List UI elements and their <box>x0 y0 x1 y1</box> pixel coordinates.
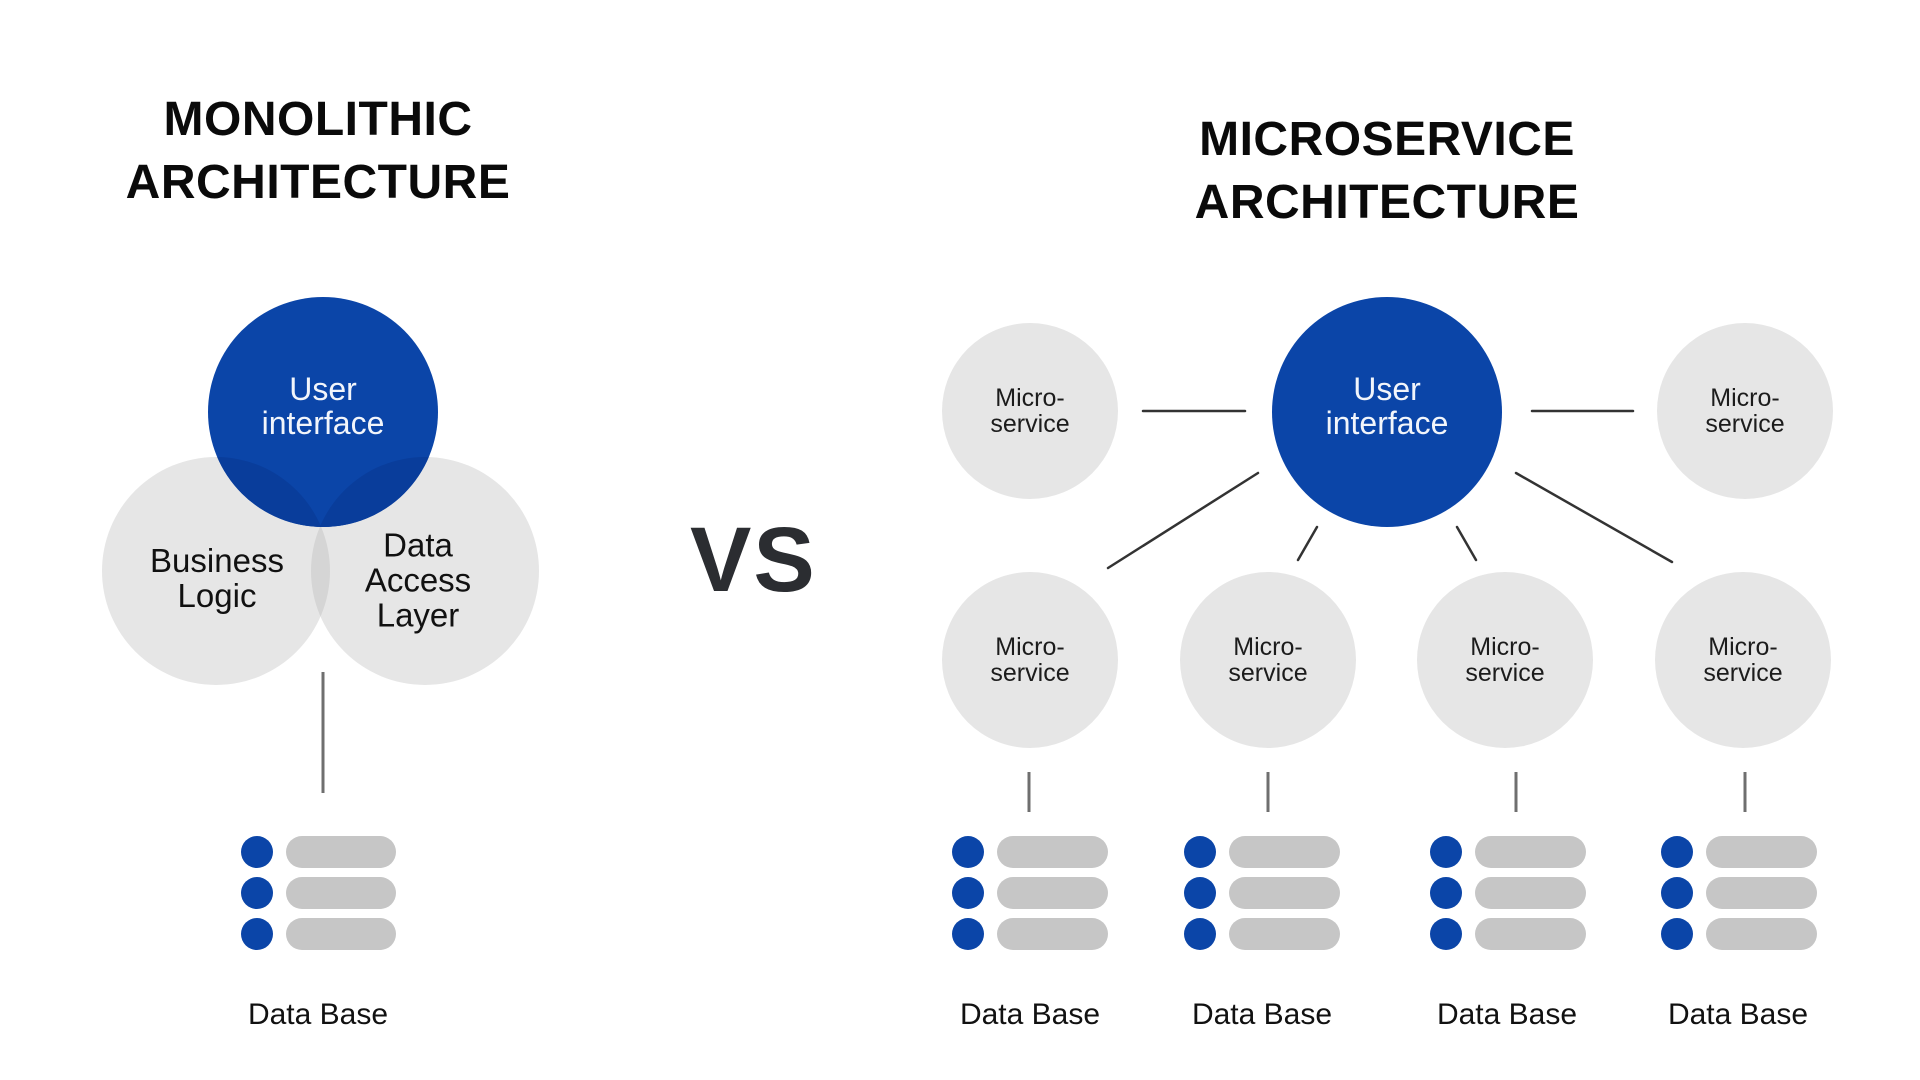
connector-line <box>1455 525 1478 562</box>
db-dot <box>1430 836 1462 868</box>
connector-line <box>1514 471 1674 564</box>
db-dot <box>1661 836 1693 868</box>
microservice-database-label: Data Base <box>959 998 1101 1031</box>
microservice-title-line2: ARCHITECTURE <box>1194 176 1580 229</box>
db-bar <box>286 836 396 868</box>
db-dot <box>1184 877 1216 909</box>
microservice-label: Micro- service <box>1705 385 1784 437</box>
database-icon <box>1184 836 1340 950</box>
microservice-database-label: Data Base <box>1191 998 1333 1031</box>
database-icon <box>952 836 1108 950</box>
monolithic-title-line2: ARCHITECTURE <box>125 156 511 209</box>
db-dot <box>952 918 984 950</box>
ui-label-line2: interface <box>1325 405 1449 441</box>
microservice-database-label: Data Base <box>1436 998 1578 1031</box>
ui-business-overlap <box>208 457 330 527</box>
ui-data-overlap <box>311 457 438 527</box>
microservice-label-line1: Micro- <box>995 384 1065 412</box>
ui-label-line1: User <box>289 371 357 407</box>
dal-line2: Access <box>364 561 472 599</box>
microservice-label-line1: Micro- <box>1710 384 1780 412</box>
monolithic-user-interface-label: User interface <box>262 372 385 440</box>
business-logic-line2: Logic <box>177 577 257 614</box>
connector-line <box>1296 525 1319 562</box>
monolithic-title: MONOLITHIC ARCHITECTURE <box>18 88 618 214</box>
db-bar <box>286 877 396 909</box>
microservice-circle <box>1657 323 1833 499</box>
database-icon <box>241 836 396 950</box>
vs-label: VS <box>690 509 817 611</box>
db-bar <box>1229 877 1340 909</box>
microservice-label-line2: service <box>1228 659 1308 687</box>
microservice-databases <box>952 836 1817 950</box>
microservice-label-line2: service <box>990 410 1070 438</box>
microservice-label-line2: service <box>1705 410 1785 438</box>
db-bar <box>997 918 1108 950</box>
ui-label-line2: interface <box>261 405 385 441</box>
monolithic-venn <box>102 297 539 685</box>
microservice-circle <box>1417 572 1593 748</box>
db-dot <box>241 918 273 950</box>
database-icon <box>1430 836 1586 950</box>
db-bar <box>286 918 396 950</box>
db-dot <box>1430 877 1462 909</box>
db-bar <box>1706 918 1817 950</box>
microservice-label-line1: Micro- <box>1470 633 1540 661</box>
db-dot <box>952 877 984 909</box>
db-bar <box>997 877 1108 909</box>
db-dot <box>952 836 984 868</box>
db-dot <box>1661 877 1693 909</box>
microservice-label: Micro- service <box>1703 634 1782 686</box>
microservice-circle <box>942 572 1118 748</box>
microservice-title: MICROSERVICE ARCHITECTURE <box>1087 108 1687 234</box>
db-bar <box>1229 918 1340 950</box>
microservice-database-label: Data Base <box>1667 998 1809 1031</box>
microservice-label-line2: service <box>990 659 1070 687</box>
business-logic-line1: Business <box>150 542 284 579</box>
db-bar <box>1229 836 1340 868</box>
db-dot <box>241 836 273 868</box>
db-bar <box>1475 836 1586 868</box>
ui-label-line1: User <box>1353 371 1421 407</box>
microservice-label-line1: Micro- <box>1708 633 1778 661</box>
user-interface-circle-micro <box>1272 297 1502 527</box>
db-bar <box>1706 836 1817 868</box>
db-connectors <box>1027 772 1747 812</box>
db-dot <box>1184 836 1216 868</box>
microservice-title-line1: MICROSERVICE <box>1199 113 1575 166</box>
monolithic-title-line1: MONOLITHIC <box>163 93 473 146</box>
microservice-circle <box>942 323 1118 499</box>
microservice-label-line2: service <box>1703 659 1783 687</box>
db-dot <box>241 877 273 909</box>
monolithic-database-label: Data Base <box>247 998 389 1031</box>
microservice-label: Micro- service <box>990 634 1069 686</box>
microservice-label-line1: Micro- <box>995 633 1065 661</box>
microservice-circle <box>1180 572 1356 748</box>
db-dot <box>1184 918 1216 950</box>
microservice-label-line1: Micro- <box>1233 633 1303 661</box>
microservice-label: Micro- service <box>1228 634 1307 686</box>
microservice-label: Micro- service <box>1465 634 1544 686</box>
database-icon <box>1661 836 1817 950</box>
dal-line1: Data <box>383 526 453 564</box>
microservice-user-interface-label: User interface <box>1326 372 1449 440</box>
db-dot <box>1430 918 1462 950</box>
db-bar <box>1475 877 1586 909</box>
microservice-connectors <box>1106 409 1674 570</box>
microservice-circle <box>1655 572 1831 748</box>
microservice-label: Micro- service <box>990 385 1069 437</box>
dal-line3: Layer <box>376 596 460 634</box>
db-bar <box>1706 877 1817 909</box>
db-bar <box>997 836 1108 868</box>
db-dot <box>1661 918 1693 950</box>
business-logic-label: Business Logic <box>150 543 284 613</box>
db-bar <box>1475 918 1586 950</box>
microservice-label-line2: service <box>1465 659 1545 687</box>
connector-line <box>1106 471 1260 570</box>
data-access-layer-label: Data Access Layer <box>365 528 471 633</box>
